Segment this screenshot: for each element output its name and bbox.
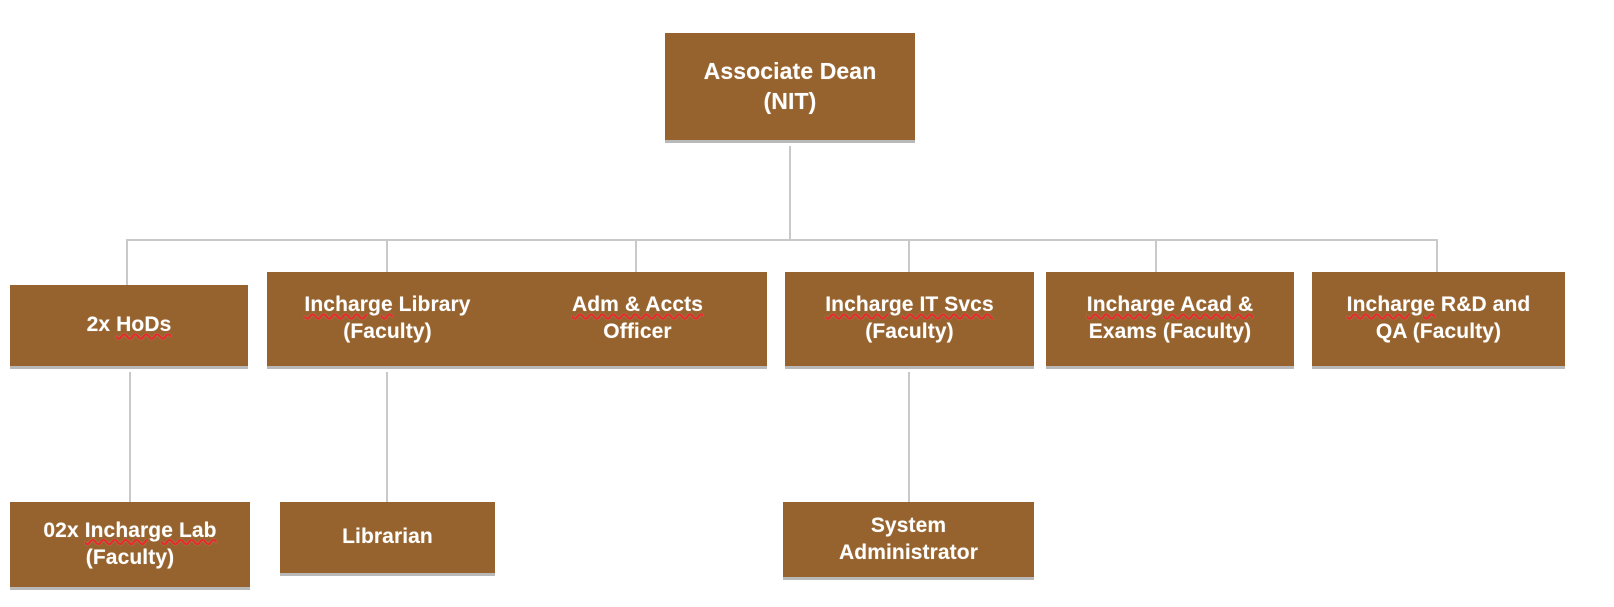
- node-incharge-acad-exams[interactable]: Incharge Acad & Exams (Faculty): [1046, 272, 1294, 369]
- connector-root-stem: [789, 146, 791, 241]
- node-incharge-it-svcs-label: Incharge IT Svcs (Faculty): [825, 292, 994, 346]
- connector-drop-rnd-qa: [1436, 239, 1438, 285]
- node-incharge-library-label: Incharge Library (Faculty): [304, 292, 470, 346]
- node-incharge-library[interactable]: Incharge Library (Faculty): [267, 272, 508, 369]
- node-incharge-rnd-qa-misspelled-word: Incharge: [1346, 293, 1435, 317]
- node-hods[interactable]: 2x HoDs: [10, 285, 248, 369]
- node-associate-dean-line2: (NIT): [763, 87, 817, 114]
- node-associate-dean[interactable]: Associate Dean(NIT): [665, 33, 915, 143]
- node-associate-dean-line1: Associate Dean: [703, 58, 877, 85]
- node-associate-dean-label: Associate Dean(NIT): [704, 57, 877, 116]
- node-incharge-rnd-qa[interactable]: Incharge R&D and QA (Faculty): [1312, 272, 1565, 369]
- node-incharge-rnd-qa-line2: QA (Faculty): [1375, 320, 1502, 343]
- node-incharge-lab-line2: (Faculty): [85, 545, 175, 569]
- node-incharge-library-line2: (Faculty): [343, 320, 432, 343]
- node-incharge-it-svcs-line2: (Faculty): [865, 320, 954, 343]
- node-incharge-acad-exams-line2: Exams (Faculty): [1088, 320, 1252, 343]
- connector-drop-adm-accts: [635, 239, 637, 285]
- node-hods-misspelled-word: HoDs: [116, 313, 172, 337]
- node-incharge-it-svcs[interactable]: Incharge IT Svcs (Faculty): [785, 272, 1034, 369]
- node-hods-label: 2x HoDs: [87, 312, 172, 339]
- node-incharge-it-svcs-misspelled-word: Incharge IT Svcs: [825, 293, 994, 317]
- node-librarian-line1: Librarian: [342, 525, 433, 549]
- node-incharge-rnd-qa-label: Incharge R&D and QA (Faculty): [1347, 292, 1531, 346]
- connector-library-to-librarian: [386, 372, 388, 503]
- node-incharge-library-misspelled-word: Incharge: [304, 293, 393, 317]
- connector-drop-library: [386, 239, 388, 285]
- node-incharge-lab[interactable]: 02x Incharge Lab (Faculty): [10, 502, 250, 590]
- connector-hods-to-lab: [129, 372, 131, 503]
- node-adm-accts-officer-line2: Officer: [603, 320, 672, 343]
- node-librarian-label: Librarian: [342, 524, 433, 551]
- node-incharge-lab-label: 02x Incharge Lab (Faculty): [43, 518, 216, 572]
- node-incharge-rnd-qa-line1-rest: R&D and: [1435, 293, 1531, 317]
- node-hods-prefix: 2x: [86, 313, 117, 337]
- node-incharge-acad-exams-label: Incharge Acad & Exams (Faculty): [1087, 292, 1253, 346]
- connector-bus-level2: [126, 239, 1438, 241]
- node-system-administrator-line1: System: [870, 513, 947, 537]
- node-incharge-lab-misspelled-word: Incharge Lab: [84, 518, 217, 542]
- connector-it-svcs-to-sysadmin: [908, 372, 910, 503]
- node-librarian[interactable]: Librarian: [280, 502, 495, 576]
- connector-drop-acad-exams: [1155, 239, 1157, 285]
- connector-drop-hods: [126, 239, 128, 285]
- node-system-administrator-line2: Administrator: [839, 540, 978, 564]
- connector-drop-it-svcs: [908, 239, 910, 285]
- node-incharge-lab-prefix: 02x: [43, 518, 85, 542]
- node-incharge-library-line1-rest: Library: [392, 293, 471, 317]
- node-incharge-acad-exams-misspelled-word: Incharge Acad &: [1086, 293, 1254, 317]
- node-adm-accts-officer-misspelled-word: Adm & Accts: [571, 293, 704, 317]
